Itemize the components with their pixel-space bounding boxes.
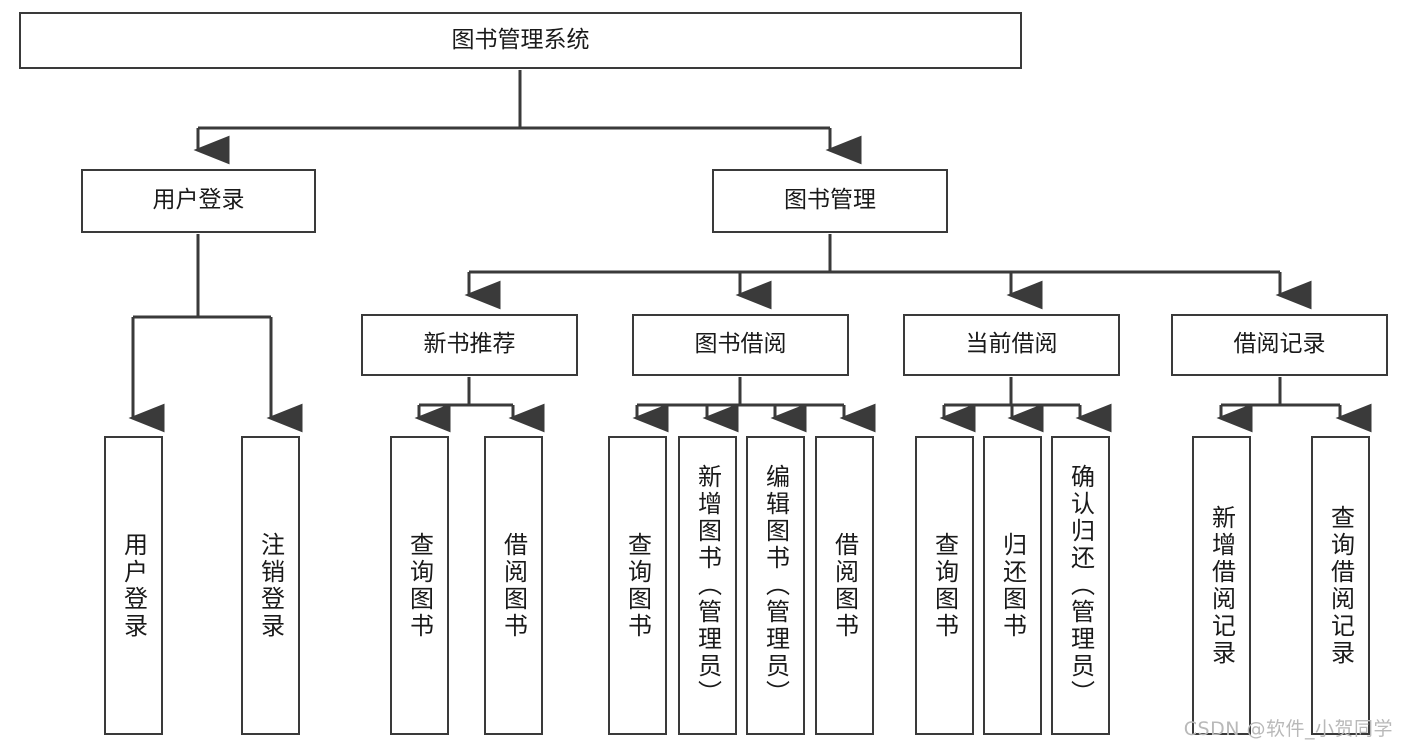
node-leaf-edit-book-admin[interactable]: 编辑图书（管理员） [746,436,805,735]
node-leaf-query-book-2[interactable]: 查询图书 [608,436,667,735]
node-leaf-borrow-book-1[interactable]: 借阅图书 [484,436,543,735]
node-user-login-label: 用户登录 [152,187,245,214]
node-root[interactable]: 图书管理系统 [19,12,1022,69]
node-leaf-confirm-return-admin-label: 确认归还（管理员） [1066,464,1095,707]
watermark-text: CSDN @软件_小贺同学 [1183,718,1393,740]
node-leaf-user-login[interactable]: 用户登录 [104,436,163,735]
node-leaf-borrow-book-1-label: 借阅图书 [499,531,528,640]
node-root-label: 图书管理系统 [451,26,590,53]
node-user-login[interactable]: 用户登录 [81,169,316,233]
node-leaf-query-book-1-label: 查询图书 [405,531,434,640]
node-leaf-return-book-label: 归还图书 [998,531,1027,640]
node-leaf-query-borrow-record-label: 查询借阅记录 [1326,504,1355,667]
node-leaf-query-book-2-label: 查询图书 [623,531,652,640]
node-leaf-logout-label: 注销登录 [256,531,285,640]
node-borrow-records-label: 借阅记录 [1233,331,1326,358]
node-leaf-query-book-3[interactable]: 查询图书 [915,436,974,735]
node-book-management[interactable]: 图书管理 [712,169,948,233]
node-leaf-query-book-1[interactable]: 查询图书 [390,436,449,735]
node-borrow-records[interactable]: 借阅记录 [1171,314,1388,376]
node-leaf-return-book[interactable]: 归还图书 [983,436,1042,735]
node-leaf-user-login-label: 用户登录 [119,531,148,640]
node-leaf-logout[interactable]: 注销登录 [241,436,300,735]
node-leaf-query-book-3-label: 查询图书 [930,531,959,640]
node-leaf-query-borrow-record[interactable]: 查询借阅记录 [1311,436,1370,735]
node-leaf-confirm-return-admin[interactable]: 确认归还（管理员） [1051,436,1110,735]
node-book-borrow-label: 图书借阅 [694,331,787,358]
node-new-book-recommend-label: 新书推荐 [423,331,516,358]
node-leaf-borrow-book-2[interactable]: 借阅图书 [815,436,874,735]
node-leaf-add-borrow-record[interactable]: 新增借阅记录 [1192,436,1251,735]
node-leaf-edit-book-admin-label: 编辑图书（管理员） [761,464,790,707]
node-current-borrow-label: 当前借阅 [965,331,1058,358]
node-book-management-label: 图书管理 [784,187,876,214]
node-new-book-recommend[interactable]: 新书推荐 [361,314,578,376]
node-leaf-add-borrow-record-label: 新增借阅记录 [1207,504,1236,667]
node-leaf-add-book-admin-label: 新增图书（管理员） [693,464,722,707]
node-book-borrow[interactable]: 图书借阅 [632,314,849,376]
node-current-borrow[interactable]: 当前借阅 [903,314,1120,376]
node-leaf-add-book-admin[interactable]: 新增图书（管理员） [678,436,737,735]
node-leaf-borrow-book-2-label: 借阅图书 [830,531,859,640]
